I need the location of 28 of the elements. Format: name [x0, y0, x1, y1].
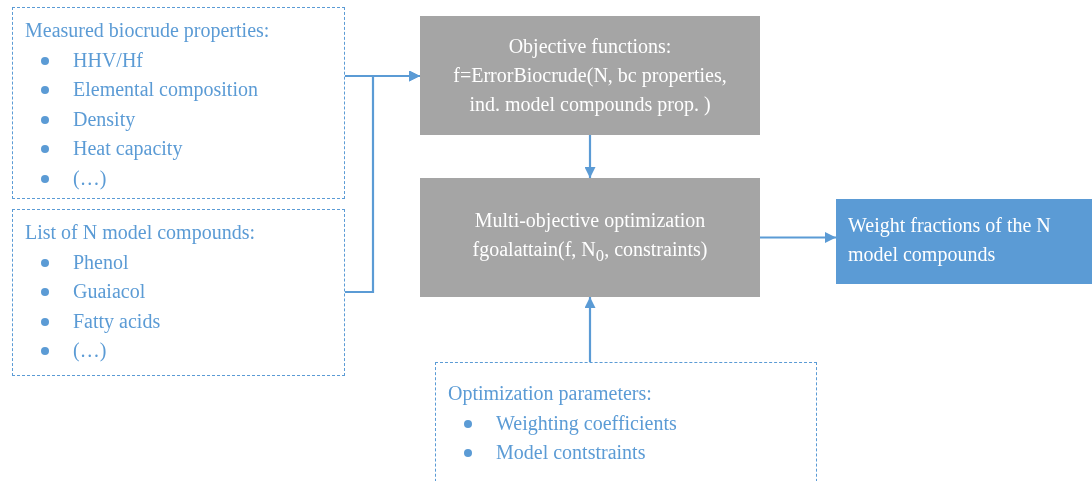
list-item: (…): [25, 163, 107, 193]
list-item: Weighting coefficients: [448, 408, 677, 438]
box-text: Weight fractions of the N model compounds: [848, 214, 1051, 265]
list-item: Elemental composition: [25, 75, 258, 105]
list-item: Heat capacity: [25, 134, 183, 164]
arrow: [584, 297, 596, 362]
arrow: [584, 135, 596, 178]
process-box: [420, 178, 760, 297]
list-item: HHV/Hf: [25, 45, 143, 75]
result-box: [836, 199, 1092, 284]
list-heading: List of N model compounds:: [25, 220, 255, 246]
list-item: (…): [25, 336, 107, 366]
box-text: Objective functions: f=ErrorBiocrude(N, bc properties, ind. model compounds prop. ): [452, 34, 728, 118]
dashed-list-box: [12, 209, 345, 376]
box-text: fgoalattain(f, N$_{0}$, constraints): [472, 236, 708, 267]
list-heading: Measured biocrude properties:: [25, 18, 270, 44]
list-heading: Optimization parameters:: [448, 381, 652, 407]
list-item: Model contstraints: [448, 438, 646, 468]
list-item: Fatty acids: [25, 306, 161, 336]
process-box: [420, 16, 760, 135]
dashed-list-box: [435, 362, 817, 481]
arrow: [345, 70, 420, 294]
box-text: Multi-objective optimization: [474, 207, 706, 234]
list-item: Phenol: [25, 247, 129, 277]
list-item: Density: [25, 104, 136, 134]
list-item: Guaiacol: [25, 277, 146, 307]
dashed-list-box: [12, 7, 345, 199]
arrow: [760, 232, 836, 243]
